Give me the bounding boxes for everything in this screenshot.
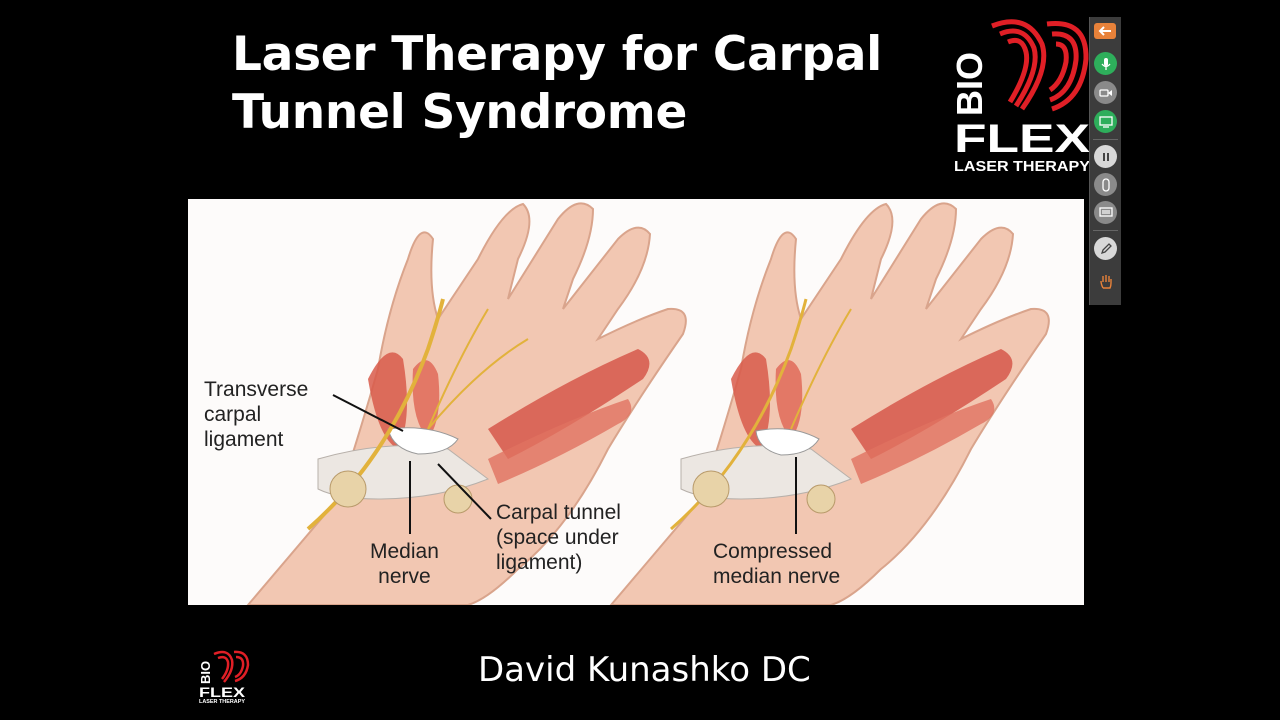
hand-icon[interactable] — [1094, 270, 1117, 293]
label-compressed-median-nerve: Compressed median nerve — [713, 539, 840, 589]
microphone-icon[interactable] — [1094, 52, 1117, 75]
logo-flex-text: FLEX — [954, 117, 1090, 161]
carpal-tunnel-illustration: Transverse carpal ligament Median nerve … — [188, 199, 1084, 605]
logo-flex-text: FLEX — [199, 684, 246, 700]
mouse-icon[interactable] — [1094, 173, 1117, 196]
logo-subtitle-text: LASER THERAPY — [954, 158, 1090, 174]
video-camera-icon[interactable] — [1094, 81, 1117, 104]
monitor-icon[interactable] — [1094, 201, 1117, 224]
hand-anatomy-drawing — [188, 199, 1084, 605]
logo-subtitle-text: LASER THERAPY — [199, 699, 245, 704]
bioflex-logo-small: BIO FLEX LASER THERAPY — [198, 648, 250, 704]
label-line: Compressed — [713, 539, 840, 564]
logo-bio-text: BIO — [198, 661, 213, 684]
label-line: ligament — [204, 427, 308, 452]
pause-icon[interactable] — [1094, 145, 1117, 168]
label-line: median nerve — [713, 564, 840, 589]
logo-swirl — [214, 652, 248, 682]
back-arrow-icon[interactable] — [1094, 23, 1116, 39]
presentation-slide: Laser Therapy for Carpal Tunnel Syndrome… — [160, 0, 1120, 720]
label-line: (space under — [496, 525, 621, 550]
meeting-toolbar — [1089, 17, 1121, 305]
bioflex-logo: BIO FLEX LASER THERAPY — [952, 14, 1092, 174]
toolbar-divider — [1093, 230, 1118, 231]
label-line: ligament) — [496, 550, 621, 575]
presenter-name: David Kunashko DC — [478, 650, 811, 690]
label-transverse-carpal-ligament: Transverse carpal ligament — [204, 377, 308, 452]
screen-share-icon[interactable] — [1094, 110, 1117, 133]
label-line: Median — [370, 539, 439, 564]
slide-title: Laser Therapy for Carpal Tunnel Syndrome — [232, 26, 932, 142]
toolbar-divider — [1093, 139, 1118, 140]
pen-icon[interactable] — [1094, 237, 1117, 260]
label-carpal-tunnel: Carpal tunnel (space under ligament) — [496, 500, 621, 575]
slide-title-line-1: Laser Therapy for Carpal — [232, 26, 932, 84]
label-line: carpal — [204, 402, 308, 427]
slide-title-line-2: Tunnel Syndrome — [232, 84, 932, 142]
logo-bio-text: BIO — [952, 52, 990, 116]
logo-swirl — [992, 22, 1086, 109]
label-line: nerve — [370, 564, 439, 589]
label-median-nerve: Median nerve — [370, 539, 439, 589]
label-line: Carpal tunnel — [496, 500, 621, 525]
label-line: Transverse — [204, 377, 308, 402]
